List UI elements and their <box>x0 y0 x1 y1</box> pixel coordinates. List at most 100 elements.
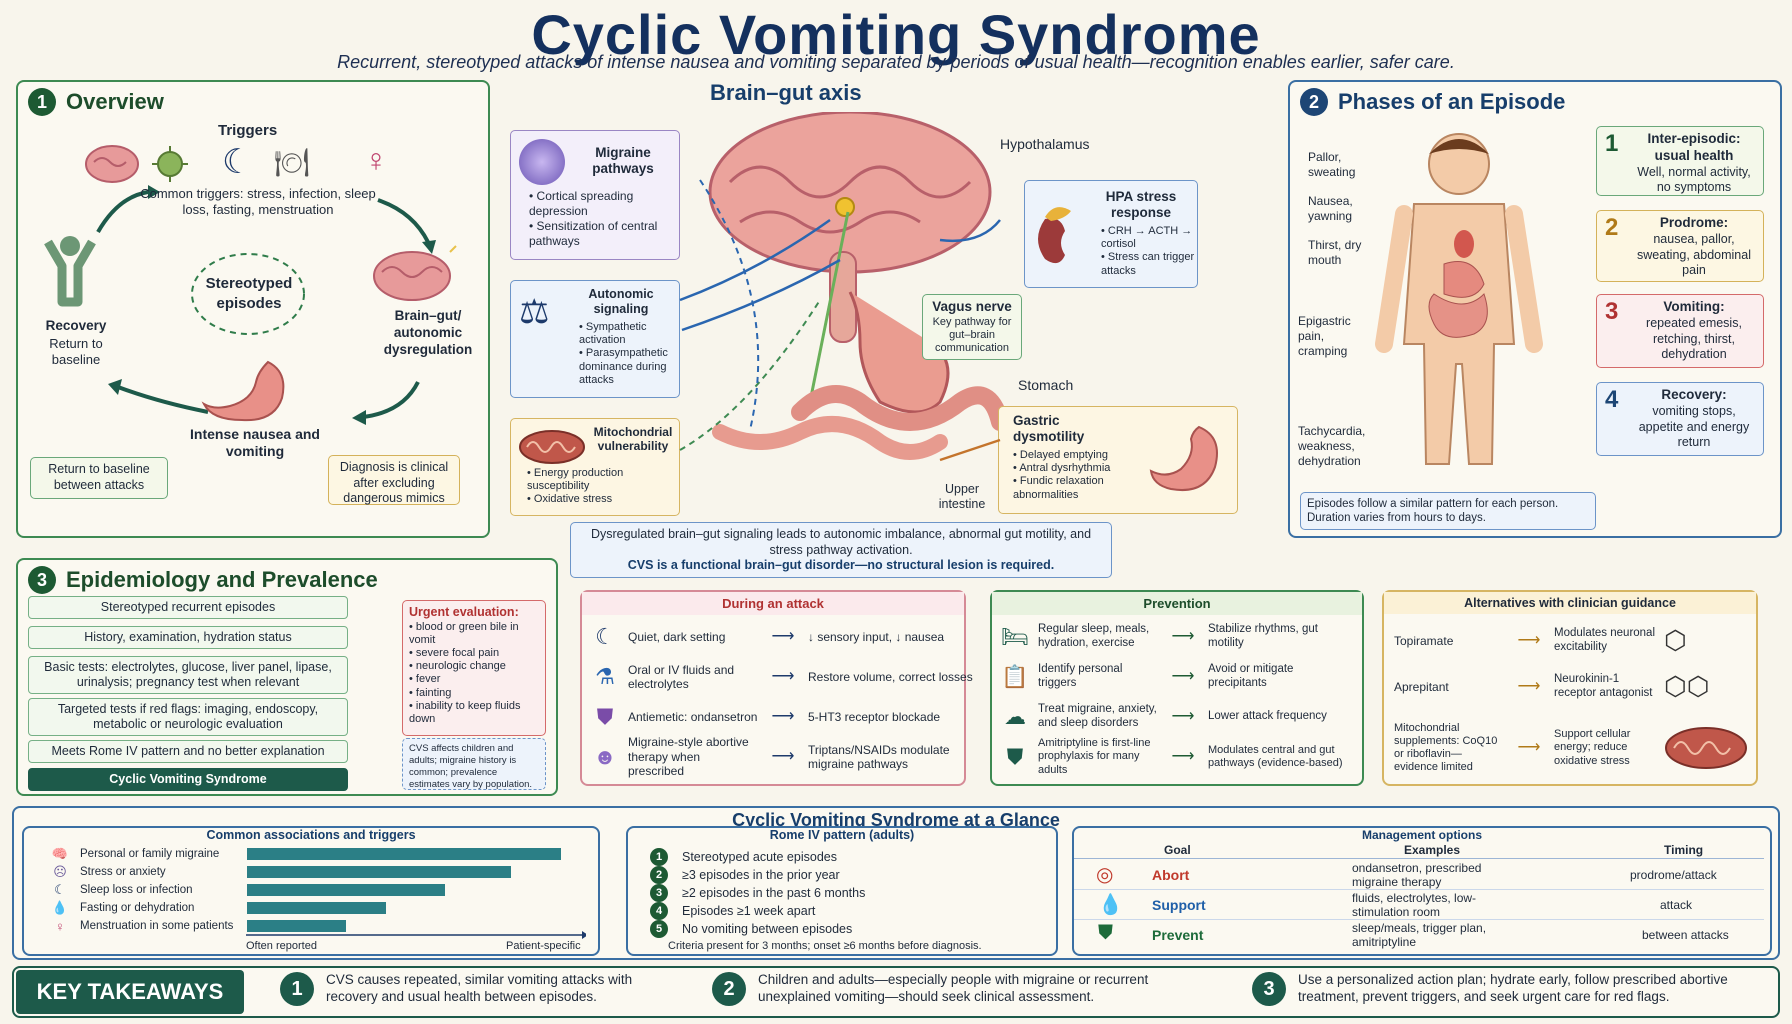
overview-title: Overview <box>66 89 164 114</box>
phases-number: 2 <box>1300 88 1328 116</box>
recovery-text: Return to baseline <box>49 336 103 368</box>
urgent-item: fever <box>409 673 539 686</box>
gastric-dysmotility-box: Gastric dysmotility Delayed emptying Ant… <box>998 406 1238 514</box>
epi-flow-step: Basic tests: electrolytes, glucose, live… <box>28 656 348 694</box>
arrow-icon: ⟶ <box>771 708 795 726</box>
takeaway-item: 3 Use a personalized action plan; hydrat… <box>1252 972 1772 1006</box>
takeaway-item: 1 CVS causes repeated, similar vomiting … <box>280 972 650 1006</box>
shield-icon: ⛊ <box>1006 743 1024 769</box>
epi-flow-final: Cyclic Vomiting Syndrome <box>28 768 348 791</box>
molecule-icon: ⬡ <box>1664 625 1687 656</box>
arrow-icon: ⟶ <box>771 748 795 766</box>
overview-cycle-arrows <box>96 185 436 425</box>
epi-flow-step: Targeted tests if red flags: imaging, en… <box>28 698 348 736</box>
attack-action: Migraine-style abortive therapy when pre… <box>628 735 749 779</box>
bed-icon: 🛏 <box>1001 623 1029 649</box>
mgmt-title: Management options <box>1361 828 1482 842</box>
autonomic-item: Sympathetic activation <box>579 321 677 347</box>
person-icon <box>44 236 96 307</box>
attack-row: ☾ Quiet, dark setting ⟶ ↓ sensory input,… <box>582 618 992 656</box>
mgmt-timing: between attacks <box>1642 928 1729 942</box>
scales-icon: ⚖ <box>519 293 550 331</box>
rome-item: 3≥2 episodes in the past 6 months <box>650 884 865 902</box>
urgent-title: Urgent evaluation: <box>409 605 519 619</box>
virus-icon <box>152 146 188 182</box>
phase-step-title: Inter-episodic: usual health <box>1647 131 1741 163</box>
gastric-item: Fundic relaxation abnormalities <box>1013 475 1133 501</box>
adrenal-kidney-icon <box>1038 207 1071 264</box>
phase-step-2: 2 Prodrome: nausea, pallor, sweating, ab… <box>1596 210 1764 282</box>
assoc-label: Sleep loss or infection <box>80 884 193 896</box>
mgmt-header-row: Goal Examples Timing <box>1074 843 1764 859</box>
epi-flow-step: History, examination, hydration status <box>28 626 348 649</box>
phase-step-num: 3 <box>1605 298 1619 325</box>
rome-text: Episodes ≥1 week apart <box>682 904 816 918</box>
body-label: Thirst, dry mouth <box>1308 238 1362 267</box>
rome-number: 4 <box>650 902 668 920</box>
assoc-title: Common associations and triggers <box>206 828 416 842</box>
alternative-effect: Neurokinin-1 receptor antagonist <box>1554 673 1653 699</box>
mgmt-goal: Abort <box>1152 867 1190 883</box>
takeaway-number: 2 <box>712 972 746 1006</box>
mitochondria-icon <box>519 430 585 464</box>
assoc-row: 💧Fasting or dehydration <box>40 900 195 916</box>
brain-gut-title: Brain–gut axis <box>710 80 862 105</box>
axis-left-label: Often reported <box>246 940 317 952</box>
overview-panel: 1 Overview ☾ 🍽 ♀ Triggers Common trigger… <box>16 80 490 538</box>
moon-icon: ☾ <box>54 882 66 897</box>
arrow-icon: ⟶ <box>771 628 795 646</box>
vagus-nerve-box: Vagus nerve Key pathway for gut–brain co… <box>922 294 1022 360</box>
gastric-title: Gastric dysmotility <box>1013 413 1085 445</box>
assoc-label: Personal or family migraine <box>80 848 220 860</box>
brain-gut-summary-box: Dysregulated brain–gut signaling leads t… <box>570 522 1112 578</box>
head-brain-icon: ☻ <box>593 743 617 769</box>
during-attack-panel: During an attack ☾ Quiet, dark setting ⟶… <box>580 590 973 786</box>
prevention-row: ⛊ Amitriptyline is first-line prophylaxi… <box>992 737 1362 776</box>
hpa-item: CRH → ACTH → cortisol <box>1101 225 1195 251</box>
utensils-icon: 🍽 <box>274 147 310 178</box>
assoc-bar <box>247 884 445 896</box>
takeaway-number: 1 <box>280 972 314 1006</box>
triggers-title: Triggers <box>218 122 278 139</box>
phase-step-text: vomiting stops, appetite and energy retu… <box>1638 403 1750 450</box>
clipboard-icon: 📋 <box>1001 663 1029 689</box>
phase-step-1: 1 Inter-episodic: usual health Well, nor… <box>1596 126 1764 196</box>
moon-icon: ☾ <box>222 143 253 181</box>
mgmt-timing: attack <box>1660 898 1693 912</box>
attack-effect: ↓ sensory input, ↓ nausea <box>808 629 945 644</box>
epidemiology-panel: 3 Epidemiology and Prevalence Stereotype… <box>16 558 558 796</box>
axis-connector-arrows <box>679 179 1001 462</box>
epi-flow-step: Meets Rome IV pattern and no better expl… <box>28 740 348 763</box>
page-title: Cyclic Vomiting Syndrome <box>531 3 1261 66</box>
urgent-item: inability to keep fluids down <box>409 700 539 726</box>
prevention-effect: Lower attack frequency <box>1208 710 1327 723</box>
rome-item: 4 Episodes ≥1 week apart <box>650 902 815 920</box>
rome-number: 3 <box>650 884 668 902</box>
target-icon: ◎ <box>1096 864 1114 886</box>
rome-number: 1 <box>650 848 668 866</box>
page-subtitle: Recurrent, stereotyped attacks of intens… <box>337 52 1455 72</box>
prevention-row: 📋 Identify personal triggers ⟶ Avoid or … <box>992 658 1362 696</box>
takeaway-text: Children and adults—especially people wi… <box>758 972 1149 1004</box>
assoc-bar <box>247 902 386 914</box>
phases-title: Phases of an Episode <box>1338 89 1566 114</box>
assoc-row: ☹Stress or anxiety <box>40 864 165 880</box>
summary-line-1: Dysregulated brain–gut signaling leads t… <box>590 527 1092 557</box>
arrow-icon: ⟶ <box>1171 748 1195 766</box>
hpa-title: HPA stress response <box>1105 189 1177 221</box>
takeaway-number: 3 <box>1252 972 1286 1006</box>
assoc-bar <box>247 920 346 932</box>
mito-item: Oxidative stress <box>527 493 677 506</box>
shield-icon: ⛊ <box>596 703 614 729</box>
alternative-row: Topiramate ⟶ Modulates neuronal excitabi… <box>1394 622 1754 660</box>
phase-step-num: 1 <box>1605 130 1619 157</box>
vagus-title: Vagus nerve <box>932 299 1012 314</box>
female-icon: ♀ <box>55 918 65 934</box>
prevention-action: Identify personal triggers <box>1038 663 1123 689</box>
mgmt-row-support: 💧 Support fluids, electrolytes, low-stim… <box>1074 890 1764 920</box>
takeaways-label: KEY TAKEAWAYS <box>16 970 244 1014</box>
takeaway-text: Use a personalized action plan; hydrate … <box>1298 972 1728 1004</box>
hpa-stress-box: HPA stress response CRH → ACTH → cortiso… <box>1024 180 1198 288</box>
head-icon: ☹ <box>53 864 67 879</box>
